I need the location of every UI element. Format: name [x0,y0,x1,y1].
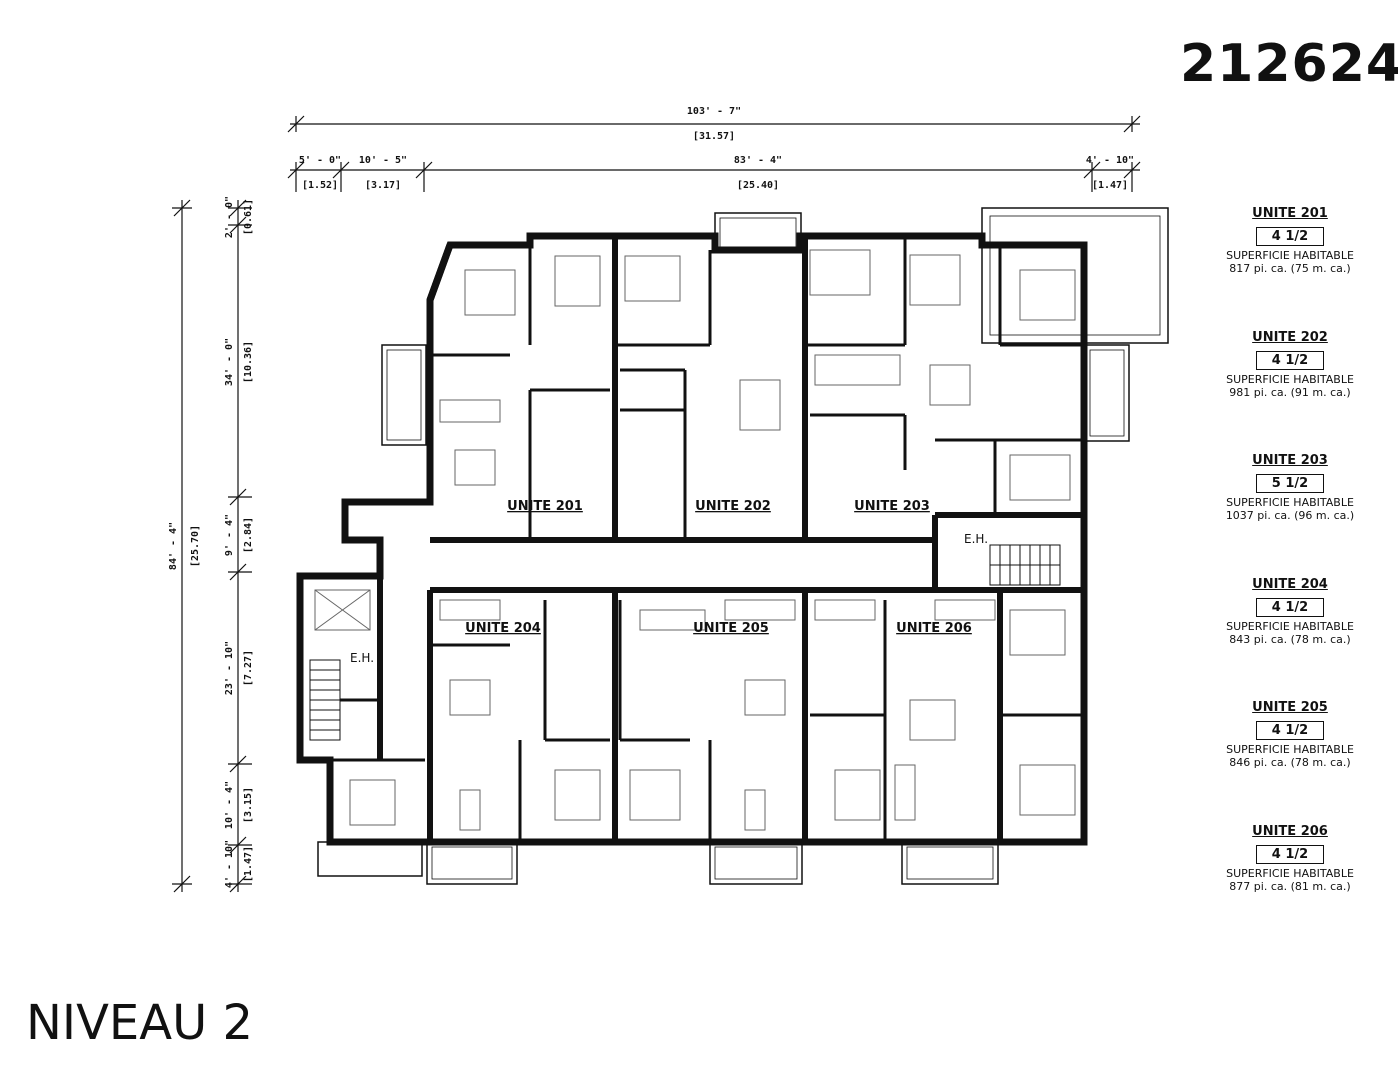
dim-left-seg4-m: [7.27] [243,650,254,686]
dim-left-seg2-m: [10.36] [243,341,254,383]
exterior-walls [296,232,1088,846]
legend-area-value: 817 pi. ca. (75 m. ca.) [1229,262,1351,275]
dim-left-seg6-ft: 4' - 10" [224,840,235,888]
stair-1-label: E.H. [350,651,374,665]
dim-left-seg5-ft: 10' - 4" [224,781,235,829]
dim-left-seg1-ft: 2' - 0" [224,196,235,238]
unit-201-label: UNITE 201 [507,499,583,514]
legend-unit-name: UNITE 201 [1252,206,1328,221]
unit-205-label: UNITE 205 [693,621,769,636]
legend-area-label: SUPERFICIE HABITABLE [1226,619,1354,633]
legend-unit-type: 4 1/2 [1256,844,1324,864]
legend-unit-name: UNITE 205 [1252,700,1328,715]
legend-unit-type: 4 1/2 [1256,227,1324,246]
unit-walls [612,236,1084,842]
legend-item-202: UNITE 202 4 1/2 SUPERFICIE HABITABLE 981… [1196,330,1384,454]
legend-area-value: 1037 pi. ca. (96 m. ca.) [1225,509,1355,522]
unit-legend: UNITE 201 4 1/2 SUPERFICIE HABITABLE 817… [1196,206,1384,947]
dim-top-seg1-m: [1.52] [302,180,338,191]
legend-unit-name: UNITE 204 [1252,576,1328,592]
unit-206-label: UNITE 206 [896,621,972,636]
top-dimensions [287,115,1141,192]
dim-left-seg1-m: [0.61] [243,199,254,235]
dim-top-seg1-ft: 5' - 0" [299,155,341,166]
legend-unit-type: 4 1/2 [1256,597,1324,617]
dim-left-seg4-ft: 23' - 10" [224,641,235,695]
dim-left-overall-ft: 84' - 4" [168,522,179,570]
legend-area-label: SUPERFICIE HABITABLE [1226,249,1354,262]
corridor-walls [377,537,1000,842]
dim-left-seg5-m: [3.15] [243,787,254,823]
stairs [309,544,1061,741]
unit-203-label: UNITE 203 [854,499,930,514]
legend-item-206: UNITE 206 4 1/2 SUPERFICIE HABITABLE 877… [1196,824,1384,948]
stair-2-label: E.H. [964,532,988,546]
left-dimensions [172,199,252,893]
legend-unit-type: 4 1/2 [1256,350,1324,370]
legend-area-label: SUPERFICIE HABITABLE [1226,496,1354,509]
dim-left-overall-m: [25.70] [190,525,201,567]
dim-top-seg3-ft: 83' - 4" [734,155,782,166]
legend-item-201: UNITE 201 4 1/2 SUPERFICIE HABITABLE 817… [1196,206,1384,330]
legend-area-value: 846 pi. ca. (78 m. ca.) [1229,756,1351,769]
legend-unit-type: 4 1/2 [1256,721,1324,740]
legend-area-value: 981 pi. ca. (91 m. ca.) [1229,385,1351,399]
legend-area-label: SUPERFICIE HABITABLE [1226,866,1354,880]
legend-area-label: SUPERFICIE HABITABLE [1226,743,1354,756]
legend-area-value: 843 pi. ca. (78 m. ca.) [1229,632,1351,646]
legend-unit-name: UNITE 202 [1252,329,1328,345]
furniture [314,249,1076,831]
unit-202-label: UNITE 202 [695,499,771,514]
dim-top-seg2-ft: 10' - 5" [359,155,407,166]
dim-top-overall-m: [31.57] [693,131,735,142]
project-number: 212624 [1180,34,1398,94]
legend-item-203: UNITE 203 5 1/2 SUPERFICIE HABITABLE 103… [1196,453,1384,577]
interior-partitions [330,236,1084,842]
legend-item-204: UNITE 204 4 1/2 SUPERFICIE HABITABLE 843… [1196,577,1384,701]
dim-left-seg6-m: [1.47] [243,846,254,882]
legend-item-205: UNITE 205 4 1/2 SUPERFICIE HABITABLE 846… [1196,700,1384,824]
legend-area-label: SUPERFICIE HABITABLE [1226,372,1354,386]
floor-plan: 103' - 7" [31.57] 5' - 0" [1.52] 10' - 5… [168,106,1169,893]
dim-top-seg3-m: [25.40] [737,180,779,191]
dim-top-seg2-m: [3.17] [365,180,401,191]
legend-unit-type: 5 1/2 [1256,474,1324,493]
unit-204-label: UNITE 204 [465,621,541,636]
dim-left-seg3-m: [2.84] [243,517,254,553]
dim-top-seg4-ft: 4' - 10" [1086,155,1134,166]
dim-left-seg3-ft: 9' - 4" [224,514,235,556]
legend-area-value: 877 pi. ca. (81 m. ca.) [1229,879,1351,893]
level-title: NIVEAU 2 [26,995,253,1051]
dim-left-seg2-ft: 34' - 0" [224,338,235,386]
legend-unit-name: UNITE 203 [1252,453,1328,468]
legend-unit-name: UNITE 206 [1252,823,1328,839]
dim-top-seg4-m: [1.47] [1092,180,1128,191]
dim-top-overall-ft: 103' - 7" [687,106,741,117]
